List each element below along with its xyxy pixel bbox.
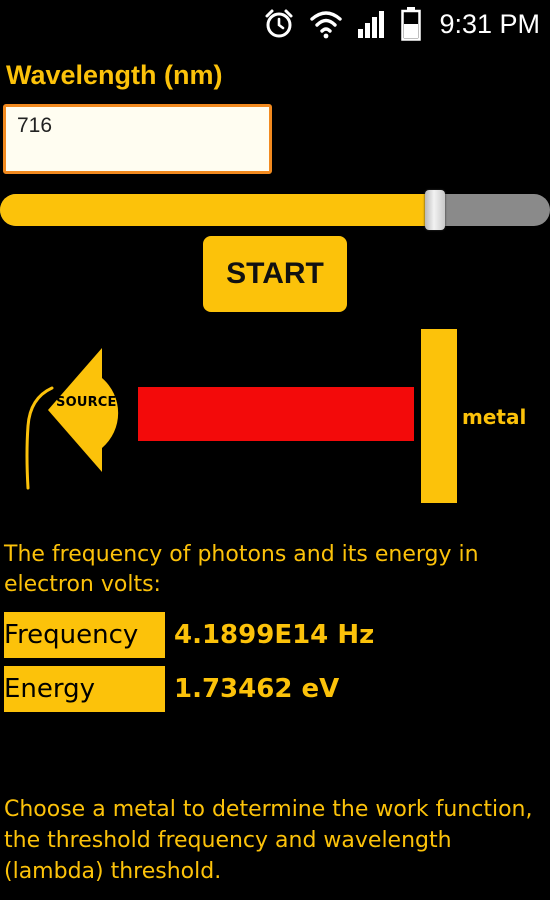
wifi-icon <box>310 11 343 39</box>
photon-beam <box>138 387 414 441</box>
status-bar: 9:31 PM <box>0 0 550 48</box>
metal-prompt: Choose a metal to determine the work fun… <box>4 797 533 884</box>
status-time: 9:31 PM <box>439 8 540 39</box>
results-description: The frequency of photons and its energy … <box>4 542 479 597</box>
energy-value: 1.73462 eV <box>174 674 340 704</box>
wavelength-label: Wavelength (nm) <box>6 60 223 90</box>
status-icons: 9:31 PM <box>263 6 540 42</box>
start-button[interactable]: START <box>203 236 347 312</box>
wavelength-input[interactable] <box>3 104 272 174</box>
slider-fill <box>0 194 435 226</box>
slider-thumb[interactable] <box>425 190 445 230</box>
battery-icon <box>401 7 422 41</box>
energy-label: Energy <box>4 666 165 712</box>
source-label: SOURCE <box>56 395 117 410</box>
metal-label: metal <box>462 405 527 429</box>
slider-track <box>0 194 550 226</box>
signal-icon <box>358 11 385 38</box>
alarm-icon <box>265 9 293 38</box>
source-cord <box>25 386 54 490</box>
source-graphic <box>25 348 119 490</box>
photoelectric-diagram: SOURCE metal <box>0 326 550 506</box>
wavelength-slider[interactable] <box>0 190 550 230</box>
source-arrow-icon <box>48 348 119 472</box>
frequency-label: Frequency <box>4 612 165 658</box>
metal-plate <box>421 329 457 503</box>
frequency-value: 4.1899E14 Hz <box>174 620 375 650</box>
